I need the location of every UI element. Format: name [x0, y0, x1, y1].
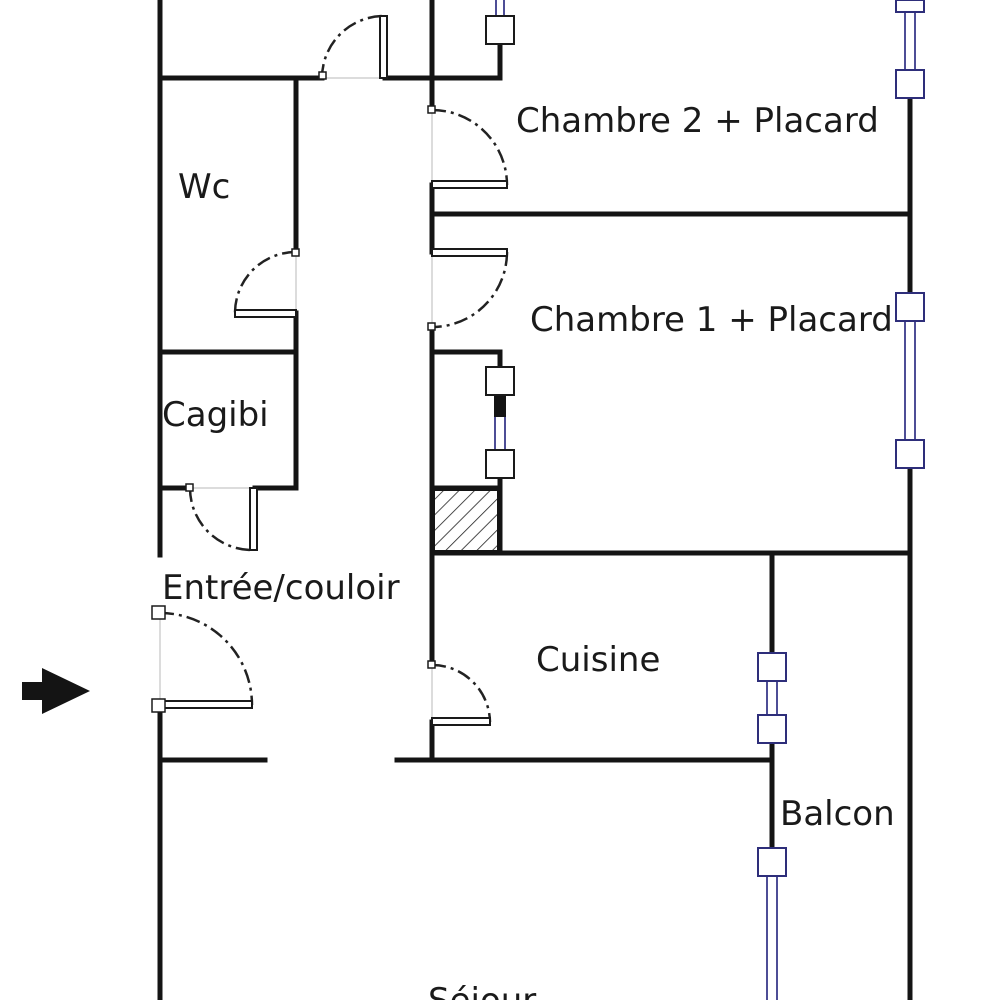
room-label-chambre2: Chambre 2 + Placard: [516, 101, 879, 141]
arrow-right-icon: [22, 668, 90, 714]
door-swing-wc: [233, 250, 297, 314]
room-label-cagibi: Cagibi: [162, 395, 269, 435]
door-leaf-wc: [234, 309, 297, 318]
windows: [485, 0, 925, 1000]
window-ch1-a: [895, 292, 925, 322]
door-leaf-cuisine: [431, 717, 491, 726]
door-swing-top: [320, 14, 385, 79]
room-labels: Chambre 2 + Placard Wc Chambre 1 + Placa…: [162, 101, 895, 1000]
window-closet-b: [485, 449, 515, 479]
window-ch2: [895, 69, 925, 99]
window-ch1-b: [895, 439, 925, 469]
door-swing-cagibi: [188, 487, 253, 552]
window-ch2-top: [895, 0, 925, 13]
room-label-cuisine: Cuisine: [536, 640, 660, 680]
walls: [157, 0, 913, 1000]
room-label-entree: Entrée/couloir: [162, 568, 400, 608]
room-label-balcon: Balcon: [780, 794, 895, 834]
room-label-wc: Wc: [178, 167, 230, 207]
window-closet-a: [485, 366, 515, 396]
window-sejour: [757, 847, 787, 877]
door-swing-entrance: [159, 611, 254, 706]
door-leaf-entrance: [159, 700, 253, 709]
room-label-chambre1: Chambre 1 + Placard: [530, 300, 893, 340]
doors: [151, 14, 509, 726]
room-label-sejour: Séjour: [428, 981, 536, 1000]
door-swing-cuisine: [431, 663, 492, 723]
door-leaf-top: [379, 15, 388, 79]
door-leaf-ch2: [431, 180, 508, 189]
door-swing-ch2: [431, 108, 509, 186]
openings: [159, 77, 433, 722]
window-cuisine-a: [757, 652, 787, 682]
hatched-duct: [433, 489, 499, 552]
window-cuisine-b: [757, 714, 787, 744]
door-leaf-ch1: [431, 248, 508, 257]
door-swing-ch1: [431, 251, 509, 329]
door-leaf-cagibi: [249, 487, 258, 551]
window-top-small: [485, 15, 515, 45]
